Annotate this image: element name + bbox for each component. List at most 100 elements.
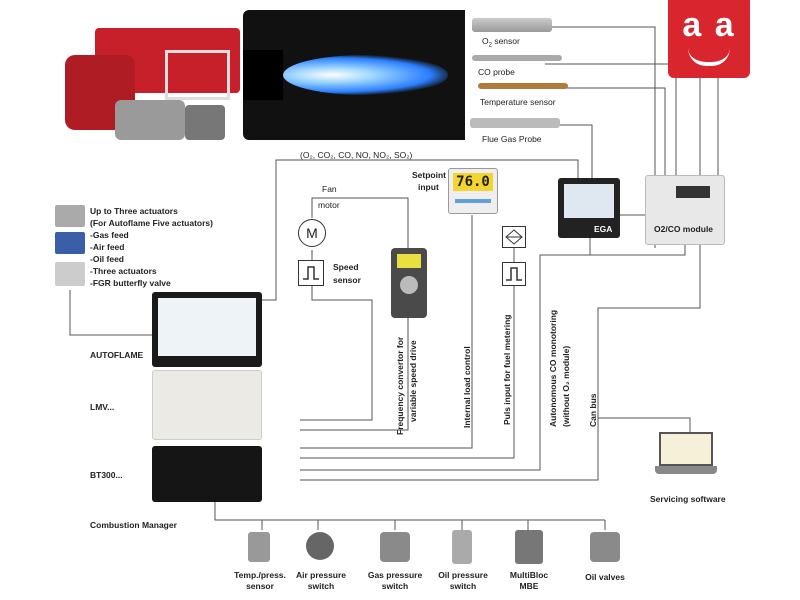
o2-co-module-display xyxy=(676,186,710,198)
puls-input-icon-bottom xyxy=(502,262,526,286)
wire-module-down xyxy=(300,245,686,471)
oil-pressure-switch-icon xyxy=(452,530,472,564)
bt300-controller xyxy=(152,446,262,502)
oil-pressure-switch-label: Oil pressure switch xyxy=(432,570,494,592)
actuators-line-1: Up to Three actuators xyxy=(90,206,178,216)
lmv-label: LMV... xyxy=(90,402,115,412)
frequency-convertor-keypad xyxy=(400,276,418,294)
autonomous-co-label-2: (without O₂ module) xyxy=(561,345,571,427)
o2-co-module-device: O2/CO module xyxy=(645,175,725,245)
can-bus-label: Can bus xyxy=(588,393,598,427)
brand-logo-smile xyxy=(688,48,730,66)
wire-co xyxy=(545,63,677,175)
autoflame-label: AUTOFLAME xyxy=(90,350,144,360)
wire-puls xyxy=(300,285,515,459)
burner-motor xyxy=(115,100,185,140)
combustion-chamber xyxy=(243,10,465,140)
wire-fan xyxy=(311,197,409,248)
actuator-icon-3 xyxy=(55,262,85,286)
actuator-icon-1 xyxy=(55,205,85,227)
temp-press-sensor-label: Temp./press. sensor xyxy=(230,570,290,592)
setpoint-label-2: input xyxy=(418,182,439,192)
setpoint-display: 76.0 xyxy=(453,173,493,191)
o2-sensor-device xyxy=(472,18,552,32)
burner-pump xyxy=(185,105,225,140)
actuators-line-4: -Air feed xyxy=(90,242,125,252)
frequency-convertor-device xyxy=(391,248,427,318)
temp-press-sensor-label-1: Temp./press. xyxy=(234,570,286,580)
ega-label: EGA xyxy=(594,224,613,234)
actuators-line-6: -Three actuators xyxy=(90,266,157,276)
air-pressure-switch-label-1: Air pressure xyxy=(295,570,347,580)
gas-pressure-switch-label-1: Gas pressure xyxy=(367,570,423,580)
freq-convertor-label-1: Frequency convertor for xyxy=(395,336,405,435)
autonomous-co-label-1: Autonomous CO monotoring xyxy=(548,309,558,427)
puls-input-label: Puls input for fuel metering xyxy=(502,314,512,425)
gas-pressure-switch-label: Gas pressure switch xyxy=(362,570,428,592)
o2-co-module-label: O2/CO module xyxy=(654,224,714,234)
burner-pipework xyxy=(165,50,230,100)
air-pressure-switch-label: Air pressure switch xyxy=(290,570,352,592)
flame xyxy=(283,55,448,95)
frequency-convertor-screen xyxy=(397,254,421,268)
fan-motor-label-1: Fan xyxy=(322,184,337,194)
actuators-line-2: (For Autoflame Five actuators) xyxy=(90,218,213,228)
speed-sensor-label-2: sensor xyxy=(333,275,361,285)
speed-sensor-label-1: Speed xyxy=(333,262,359,272)
temp-sensor-label: Temperature sensor xyxy=(480,97,556,107)
wire-temp xyxy=(560,87,666,175)
internal-load-label: Internal load control xyxy=(462,346,472,428)
temp-press-sensor-label-2: sensor xyxy=(246,581,274,591)
air-pressure-switch-label-2: switch xyxy=(307,581,335,591)
fan-motor-icon: M xyxy=(298,219,326,247)
burner-nozzle xyxy=(243,50,283,100)
brand-logo-text: a a xyxy=(682,6,736,44)
o2-sensor-label: O2 sensor xyxy=(482,36,520,49)
speed-sensor-icon xyxy=(298,260,324,286)
setpoint-device: 76.0 xyxy=(448,168,498,214)
ega-screen xyxy=(564,184,614,218)
puls-input-icon-top xyxy=(502,226,526,248)
gas-analysis-label: (O₂, CO₂, CO, NO, NO₂, SO₂) xyxy=(300,150,413,160)
gas-pressure-switch-icon xyxy=(380,532,410,562)
wire-flue xyxy=(560,124,593,178)
multibloc-icon xyxy=(515,530,543,564)
ega-device: EGA xyxy=(558,178,620,238)
multibloc-label: MultiBloc MBE xyxy=(500,570,558,592)
setpoint-label-1: Setpoint xyxy=(412,170,446,180)
actuators-line-7: -FGR butterfly valve xyxy=(90,278,171,288)
bt300-label: BT300... xyxy=(90,470,123,480)
air-pressure-switch-icon xyxy=(306,532,334,560)
flue-gas-probe-label: Flue Gas Probe xyxy=(482,134,542,144)
actuators-line-5: -Oil feed xyxy=(90,254,125,264)
gas-pressure-switch-label-2: switch xyxy=(381,581,409,591)
co-probe-device xyxy=(472,55,562,61)
wire-bus xyxy=(214,500,605,521)
actuator-icon-2 xyxy=(55,232,85,254)
temp-sensor-device xyxy=(478,83,568,89)
freq-convertor-label-2: variable speed drive xyxy=(408,340,418,422)
wire-servicing xyxy=(598,417,691,432)
oil-valves-label: Oil valves xyxy=(575,572,635,583)
wire-setpoint xyxy=(300,215,473,449)
oil-pressure-switch-label-1: Oil pressure xyxy=(438,570,488,580)
combustion-manager-label: Combustion Manager xyxy=(90,520,177,530)
co-probe-label: CO probe xyxy=(478,67,515,77)
multibloc-label-1: MultiBloc xyxy=(509,570,549,580)
burner-assembly xyxy=(55,10,245,150)
lmv-controller xyxy=(152,370,262,440)
actuators-line-3: -Gas feed xyxy=(90,230,129,240)
setpoint-slider xyxy=(455,199,491,203)
wire-freq xyxy=(300,318,409,431)
wire-o2 xyxy=(545,26,656,248)
servicing-software-label: Servicing software xyxy=(650,494,726,504)
oil-valves-label-1: Oil valves xyxy=(585,572,625,582)
wire-actuators xyxy=(69,290,152,336)
brand-logo: a a xyxy=(668,0,750,78)
oil-valves-icon xyxy=(590,532,620,562)
flue-gas-probe-device xyxy=(470,118,560,128)
autoflame-controller xyxy=(152,292,262,367)
fan-motor-symbol: M xyxy=(306,225,318,241)
autoflame-screen xyxy=(158,298,256,356)
